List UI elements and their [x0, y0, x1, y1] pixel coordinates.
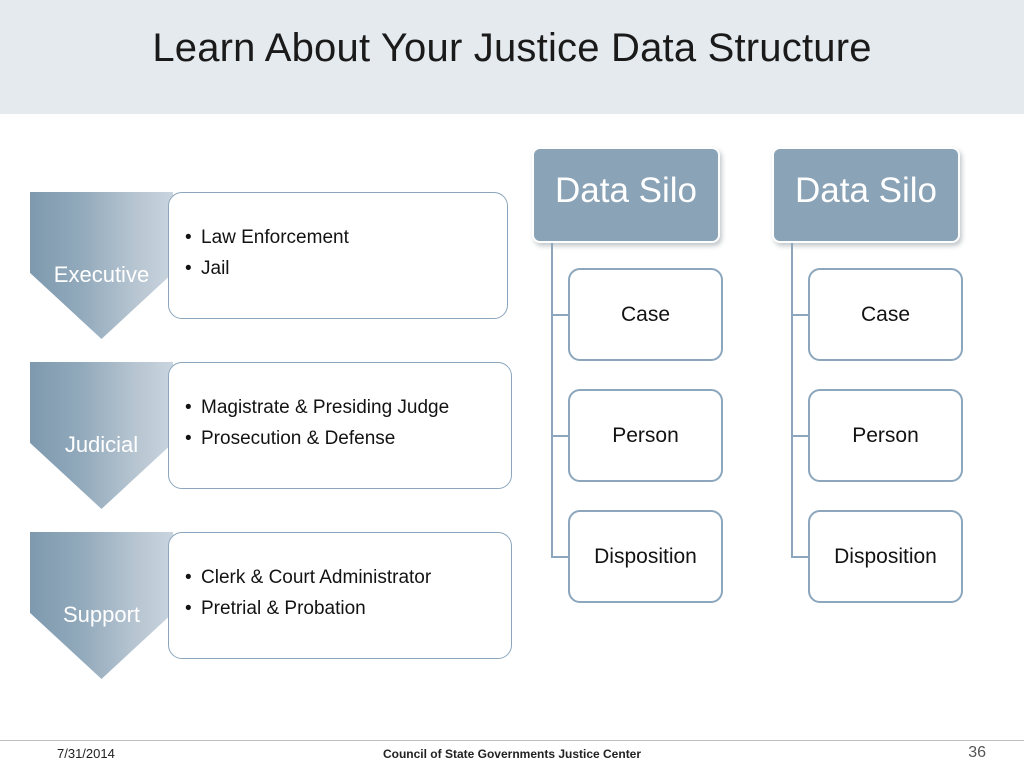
list-item: Clerk & Court Administrator — [185, 562, 511, 593]
silo-1-header: Data Silo — [532, 147, 720, 243]
silo-2-stub-2 — [791, 435, 809, 437]
silo-2-node-case-label: Case — [860, 302, 911, 326]
silo-1-node-disposition: Disposition — [568, 510, 723, 603]
silo-1-stub-1 — [551, 314, 569, 316]
footer-bar — [0, 740, 1024, 769]
footer-organization: Council of State Governments Justice Cen… — [382, 747, 642, 761]
callout-executive: Law Enforcement Jail — [168, 192, 508, 319]
silo-1-stub-2 — [551, 435, 569, 437]
chevron-support: Support — [30, 532, 173, 679]
silo-2-node-disposition: Disposition — [808, 510, 963, 603]
callout-judicial: Magistrate & Presiding Judge Prosecution… — [168, 362, 512, 489]
chevron-executive: Executive — [30, 192, 173, 339]
silo-1-title: Data Silo — [554, 171, 698, 210]
silo-2-title: Data Silo — [794, 171, 938, 210]
silo-1-node-person: Person — [568, 389, 723, 482]
list-item: Law Enforcement — [185, 222, 507, 253]
silo-2-header: Data Silo — [772, 147, 960, 243]
silo-2-node-disposition-label: Disposition — [834, 544, 937, 568]
silo-2-stub-1 — [791, 314, 809, 316]
footer-page-number: 36 — [968, 744, 986, 761]
silo-1-node-person-label: Person — [612, 423, 679, 447]
list-item: Magistrate & Presiding Judge — [185, 392, 511, 423]
callout-support: Clerk & Court Administrator Pretrial & P… — [168, 532, 512, 659]
silo-2-node-person: Person — [808, 389, 963, 482]
footer-date: 7/31/2014 — [57, 746, 115, 761]
list-item: Pretrial & Probation — [185, 593, 511, 624]
silo-1-node-case-label: Case — [620, 302, 671, 326]
silo-2-node-case: Case — [808, 268, 963, 361]
chevron-label-support: Support — [62, 602, 141, 627]
chevron-label-executive: Executive — [53, 262, 150, 287]
silo-2-trunk-connector — [791, 243, 793, 557]
silo-1-stub-3 — [551, 556, 569, 558]
list-item: Jail — [185, 253, 507, 284]
page-title: Learn About Your Justice Data Structure — [152, 26, 872, 70]
silo-1-node-disposition-label: Disposition — [594, 544, 697, 568]
silo-1-node-case: Case — [568, 268, 723, 361]
chevron-judicial: Judicial — [30, 362, 173, 509]
silo-2-node-person-label: Person — [852, 423, 919, 447]
silo-1-trunk-connector — [551, 243, 553, 557]
silo-2-stub-3 — [791, 556, 809, 558]
slide-title-bar: Learn About Your Justice Data Structure — [0, 0, 1024, 114]
chevron-label-judicial: Judicial — [64, 432, 139, 457]
list-item: Prosecution & Defense — [185, 423, 511, 454]
